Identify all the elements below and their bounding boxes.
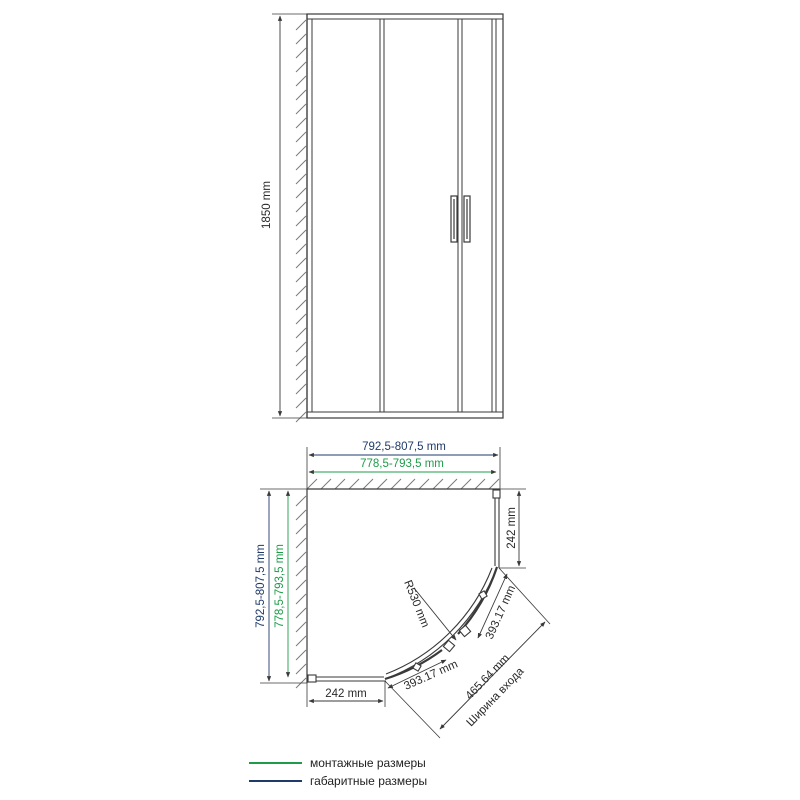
hatch-stroke [295,103,307,115]
entrance-chord-dimension-line [439,621,546,730]
mount-depth-label: 778,5-793,5 mm [274,544,286,628]
wall-hatching-plan-top [306,478,500,490]
top-rail [306,13,504,20]
hatch-stroke [474,478,486,490]
legend-label-overall: габаритные размеры [310,774,427,788]
hatch-stroke [295,229,307,241]
hatch-stroke [390,478,402,490]
hatch-stroke [306,478,318,490]
hatch-stroke [295,33,307,45]
hatch-stroke [488,478,500,490]
hatch-stroke [295,663,307,675]
hatch-stroke [295,257,307,269]
hatch-stroke [295,61,307,73]
hatch-stroke [376,478,388,490]
hatch-stroke [295,411,307,423]
hatch-stroke [295,341,307,353]
sliding-door-left [383,18,459,413]
hatch-stroke [446,478,458,490]
hatch-stroke [295,173,307,185]
hatch-stroke [295,621,307,633]
door-segment-a-dimension-line [387,659,447,689]
hatch-stroke [295,145,307,157]
bottom-rail [306,411,504,419]
hatch-stroke [295,285,307,297]
hatch-stroke [295,607,307,619]
door-segment-b-label: 393.17 mm [484,584,518,641]
hatch-stroke [295,635,307,647]
legend-label-mount: монтажные размеры [310,756,426,770]
hatch-stroke [295,187,307,199]
front-view: 1850 mm [261,13,504,423]
wall-hatching-plan-left [295,495,307,689]
hatch-stroke [295,47,307,59]
hatch-stroke [418,478,430,490]
hatch-stroke [348,478,360,490]
height-dimension-label: 1850 mm [261,181,273,229]
overall-width-label: 792,5-807,5 mm [362,441,446,453]
hatch-stroke [295,383,307,395]
hatch-stroke [334,478,346,490]
wall-hatching-front [295,19,307,423]
hatch-stroke [295,649,307,661]
side-panel-right [492,489,501,568]
hatch-stroke [295,327,307,339]
hatch-stroke [295,579,307,591]
hatch-stroke [295,369,307,381]
hatch-stroke [295,551,307,563]
hatch-stroke [295,271,307,283]
extension-line [384,680,441,739]
enclosure-frame [306,13,504,419]
hatch-stroke [460,478,472,490]
extension-line [498,567,551,625]
hatch-stroke [295,355,307,367]
side-panel-right-label: 242 mm [506,507,518,549]
hatch-stroke [295,75,307,87]
mount-width-label: 778,5-793,5 mm [360,458,444,470]
hatch-stroke [295,201,307,213]
hatch-stroke [295,593,307,605]
hatch-stroke [295,397,307,409]
hatch-stroke [404,478,416,490]
hatch-stroke [295,19,307,31]
plan-view: 792,5-807,5 mm 778,5-793,5 mm 792,5-807,… [255,441,551,739]
hatch-stroke [295,159,307,171]
door-handle-right [463,195,471,243]
hatch-stroke [295,117,307,129]
fixed-panel-left [311,18,381,413]
hatch-stroke [295,565,307,577]
hatch-stroke [295,299,307,311]
side-panel-bottom-label: 242 mm [325,688,367,700]
overall-depth-label: 792,5-807,5 mm [255,544,267,628]
legend: монтажные размеры габаритные размеры [249,756,427,788]
hatch-stroke [295,495,307,507]
hatch-stroke [432,478,444,490]
hatch-stroke [362,478,374,490]
hatch-stroke [295,509,307,521]
side-panel-bottom [307,674,386,683]
hatch-stroke [295,313,307,325]
door-handle-left [450,195,458,243]
hatch-stroke [295,215,307,227]
hatch-stroke [295,537,307,549]
hatch-stroke [295,523,307,535]
hatch-stroke [295,89,307,101]
door-segment-a-label: 393.17 mm [402,658,459,692]
hatch-stroke [295,243,307,255]
hatch-stroke [295,131,307,143]
hatch-stroke [320,478,332,490]
